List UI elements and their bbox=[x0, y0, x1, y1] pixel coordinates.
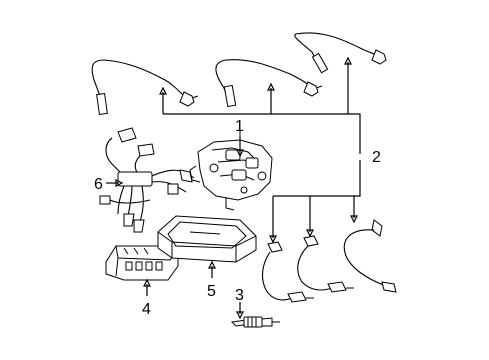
plug-wire-right[interactable] bbox=[294, 32, 387, 74]
plug-wire-lower-right[interactable] bbox=[343, 219, 397, 293]
callout-3: 3 bbox=[235, 287, 244, 304]
plug-wire-lower-middle[interactable] bbox=[297, 235, 354, 293]
spark-plug[interactable] bbox=[230, 316, 280, 328]
plug-wire-lower-left[interactable] bbox=[261, 241, 314, 303]
sensor-harness[interactable] bbox=[99, 127, 195, 233]
leader-4 bbox=[143, 278, 151, 296]
plug-wire-middle[interactable] bbox=[215, 59, 323, 108]
plug-wire-left[interactable] bbox=[91, 59, 199, 116]
leader-2-top bbox=[159, 56, 361, 244]
ignition-coil-assembly[interactable] bbox=[189, 130, 273, 211]
callout-1: 1 bbox=[235, 118, 244, 135]
leader-1 bbox=[236, 136, 244, 158]
leader-5 bbox=[208, 260, 216, 278]
ignition-control-module[interactable] bbox=[105, 245, 179, 281]
module-bracket[interactable] bbox=[157, 215, 257, 263]
leader-3 bbox=[236, 302, 244, 320]
callout-2: 2 bbox=[372, 149, 381, 166]
callout-6: 6 bbox=[94, 176, 103, 193]
callout-4: 4 bbox=[142, 301, 151, 318]
leader-6 bbox=[106, 179, 124, 187]
callout-5: 5 bbox=[207, 283, 216, 300]
